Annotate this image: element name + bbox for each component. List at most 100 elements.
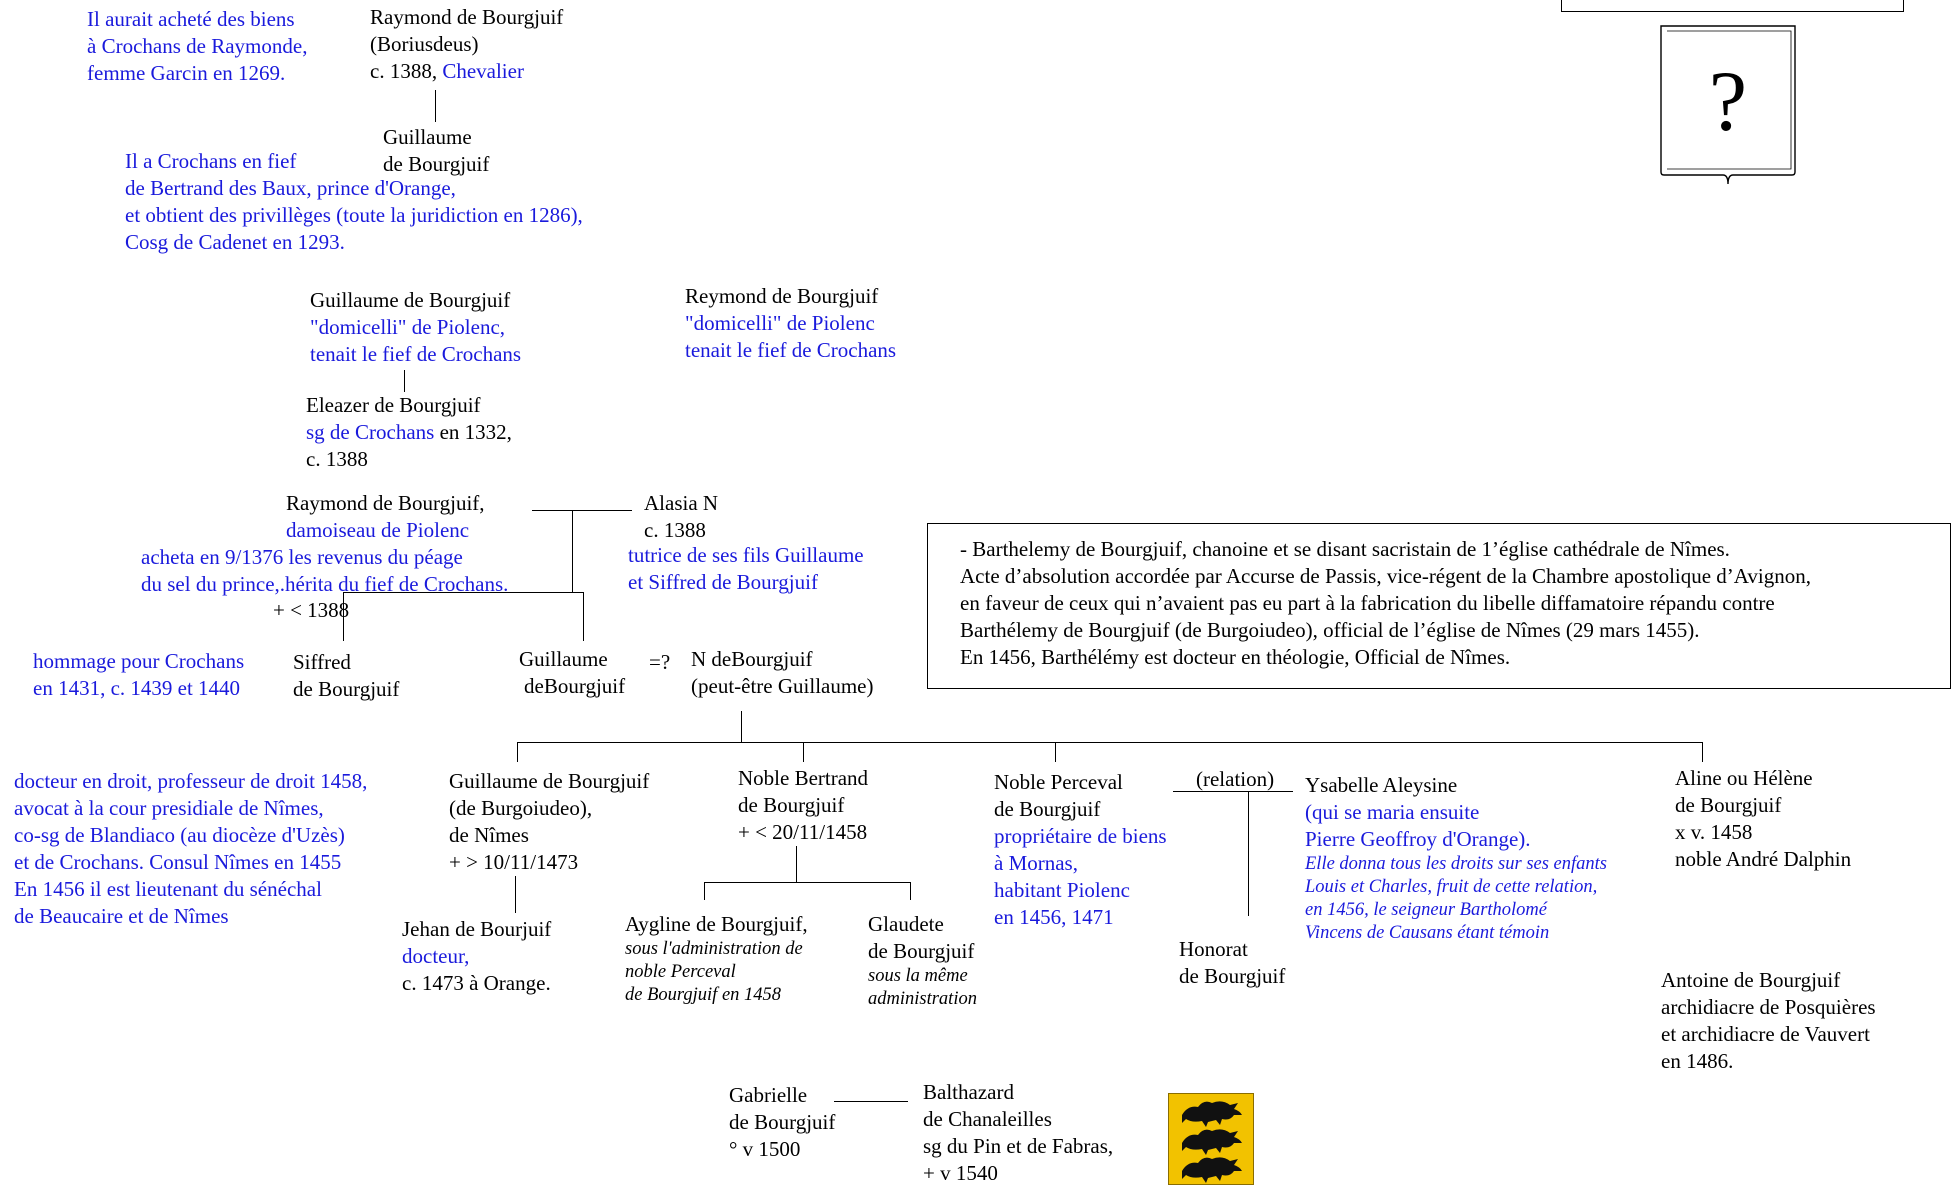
person-alasia-notes: tutrice de ses fils Guillaume et Siffred…: [628, 542, 864, 596]
marriage-line: [532, 510, 632, 512]
shield-question-mark: ?: [1709, 53, 1747, 149]
person-date: c. 1388: [644, 518, 706, 542]
person-note: acheta en 9/1376 les revenus du péage: [141, 545, 463, 569]
sibling-line: [704, 882, 911, 884]
note-hommage: hommage pour Crochans en 1431, c. 1439 e…: [33, 648, 244, 702]
person-name: de Bourgjuif: [293, 677, 400, 701]
person-guillaume-burgoiudeo: Guillaume de Bourgjuif (de Burgoiudeo), …: [449, 768, 649, 876]
person-note: "domicelli" de Piolenc,: [310, 315, 506, 339]
note-box-line: Acte d’absolution accordée par Accurse d…: [960, 564, 1811, 588]
connector-line: [435, 90, 437, 122]
person-balthazard: Balthazard de Chanaleilles sg du Pin et …: [923, 1079, 1113, 1187]
note-box-line: En 1456, Barthélémy est docteur en théol…: [960, 645, 1511, 669]
sibling-line: [343, 592, 584, 594]
person-date: c. 1388: [306, 447, 368, 471]
person-name: Aline ou Hélène: [1675, 766, 1813, 790]
person-note: "domicelli" de Piolenc: [685, 311, 875, 335]
note-crochans-1269: Il aurait acheté des biens à Crochans de…: [87, 6, 307, 87]
note-line: En 1456 il est lieutenant du sénéchal: [14, 877, 322, 901]
note-line: co-sg de Blandiaco (au diocèze d'Uzès): [14, 823, 345, 847]
note-line: de Bertrand des Baux, prince d'Orange,: [125, 176, 456, 200]
person-marriage: x v. 1458: [1675, 820, 1753, 844]
person-name: Raymond de Bourgjuif,: [286, 491, 485, 515]
person-raymond-damoiseau-name: Raymond de Bourgjuif, damoiseau de Piole…: [286, 490, 485, 544]
person-note-italic: Vincens de Causans étant témoin: [1305, 923, 1550, 943]
connector-line: [1248, 791, 1250, 916]
person-raymond-damoiseau-notes: acheta en 9/1376 les revenus du péage du…: [141, 544, 508, 598]
person-bertrand: Noble Bertrand de Bourgjuif + < 20/11/14…: [738, 765, 868, 846]
person-name: Ysabelle Aleysine: [1305, 773, 1458, 797]
connector-line: [572, 510, 574, 593]
connector-line: [515, 876, 517, 913]
note-box-line: Barthélemy de Bourgjuif (de Burgoiudeo),…: [960, 618, 1700, 642]
barthelemy-note-box: - Barthelemy de Bourgjuif, chanoine et s…: [927, 523, 1951, 689]
person-note: habitant Piolenc: [994, 878, 1130, 902]
person-name: Gabrielle: [729, 1083, 808, 1107]
person-gabrielle: Gabrielle de Bourgjuif ° v 1500: [729, 1082, 835, 1163]
connector-line: [910, 882, 912, 900]
person-note: sg de Crochans: [306, 420, 435, 444]
note-line: hommage pour Crochans: [33, 649, 245, 673]
person-siffred: Siffred de Bourgjuif: [293, 649, 399, 703]
person-note: tutrice de ses fils Guillaume: [628, 543, 864, 567]
shield-icon: ?: [1660, 25, 1796, 185]
person-antoine: Antoine de Bourgjuif archidiacre de Posq…: [1661, 967, 1876, 1075]
person-raymond-chevalier: Raymond de Bourgjuif (Boriusdeus) c. 138…: [370, 4, 563, 85]
note-line: Il a Crochans en fief: [125, 149, 297, 173]
note-line: à Crochans de Raymonde,: [87, 34, 308, 58]
person-date: c. 1388,: [370, 59, 443, 83]
person-name: Reymond de Bourgjuif: [685, 284, 879, 308]
person-note: archidiacre de Posquières: [1661, 995, 1876, 1019]
person-name: Guillaume de Bourgjuif: [310, 288, 511, 312]
person-perceval: Noble Perceval de Bourgjuif propriétaire…: [994, 769, 1167, 931]
person-name: Guillaume de Bourgjuif: [449, 769, 650, 793]
note-line: en 1431, c. 1439 et 1440: [33, 676, 241, 700]
person-name: Antoine de Bourgjuif: [1661, 968, 1841, 992]
person-name: deBourgjuif: [524, 674, 626, 698]
note-line: avocat à la cour presidiale de Nîmes,: [14, 796, 324, 820]
person-note: propriétaire de biens: [994, 824, 1167, 848]
note-line: femme Garcin en 1269.: [87, 61, 286, 85]
person-note: sg du Pin et de Fabras,: [923, 1134, 1114, 1158]
person-note-italic: en 1456, le seigneur Bartholomé: [1305, 900, 1547, 920]
connector-line: [704, 882, 706, 900]
connector-line: [343, 592, 345, 641]
note-docteur-droit: docteur en droit, professeur de droit 14…: [14, 768, 367, 930]
person-honorat: Honorat de Bourgjuif: [1179, 936, 1285, 990]
person-note-italic: Elle donna tous les droits sur ses enfan…: [1305, 854, 1607, 874]
connector-line: [803, 742, 805, 762]
person-glaudete: Glaudete de Bourgjuif sous la même admin…: [868, 911, 977, 1011]
note-fief-orange: Il a Crochans en fief de Bertrand des Ba…: [125, 148, 583, 256]
person-name: Aygline de Bourgjuif,: [625, 912, 808, 936]
person-name: de Bourgjuif: [868, 939, 975, 963]
person-date: en 1332,: [434, 420, 512, 444]
person-alias: (Boriusdeus): [370, 32, 479, 56]
person-note: (peut-être Guillaume): [691, 674, 874, 698]
person-name: de Bourgjuif: [729, 1110, 836, 1134]
person-note-italic: administration: [868, 989, 977, 1009]
person-note: (qui se maria ensuite: [1305, 800, 1480, 824]
note-line: docteur en droit, professeur de droit 14…: [14, 769, 368, 793]
person-name: de Bourgjuif: [738, 793, 845, 817]
person-date: en 1486.: [1661, 1049, 1734, 1073]
note-box-line: en faveur de ceux qui n’avaient pas eu p…: [960, 591, 1775, 615]
person-note: damoiseau de Piolenc: [286, 518, 470, 542]
person-spouse: noble André Dalphin: [1675, 847, 1852, 871]
person-name: Noble Perceval: [994, 770, 1123, 794]
person-note: à Mornas,: [994, 851, 1078, 875]
person-title: Chevalier: [442, 59, 524, 83]
person-note-italic: sous l'administration de: [625, 939, 803, 959]
person-reymond-domicelli: Reymond de Bourgjuif "domicelli" de Piol…: [685, 283, 896, 364]
person-name: Guillaume: [519, 647, 608, 671]
person-name: Honorat: [1179, 937, 1248, 961]
person-name: Raymond de Bourgjuif: [370, 5, 564, 29]
person-aline: Aline ou Hélène de Bourgjuif x v. 1458 n…: [1675, 765, 1851, 873]
person-death: + v 1540: [923, 1161, 998, 1185]
connector-line: [741, 711, 743, 743]
person-name: de Bourgjuif: [1675, 793, 1782, 817]
person-guillaume-2: Guillaume deBourgjuif: [519, 646, 625, 700]
uncertain-marriage-sign: =?: [649, 650, 671, 674]
person-ysabelle: Ysabelle Aleysine (qui se maria ensuite …: [1305, 772, 1607, 945]
person-death: + < 20/11/1458: [738, 820, 868, 844]
person-note-italic: sous la même: [868, 966, 968, 986]
